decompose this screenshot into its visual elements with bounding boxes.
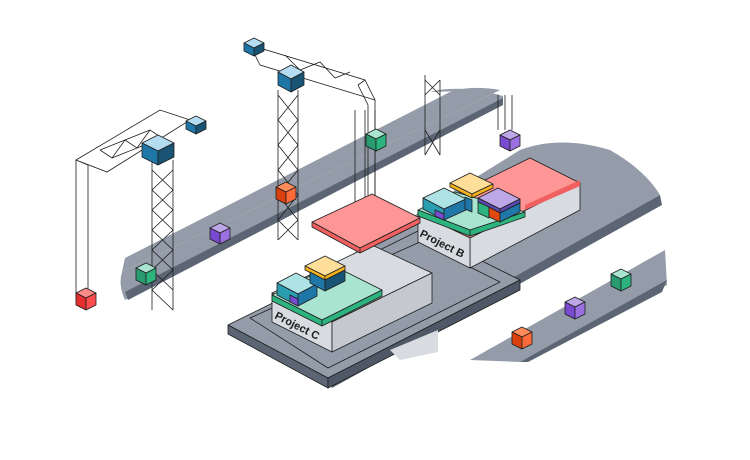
cube-red: [75, 287, 97, 311]
project-b-tray: [417, 172, 526, 237]
cube-green-1: [135, 262, 157, 286]
crane-tower-small: [424, 75, 513, 156]
project-c-tray: [271, 255, 383, 327]
cube-green-3: [610, 268, 632, 292]
cube-purple-1: [209, 222, 231, 245]
cube-purple-3: [564, 296, 586, 320]
cube-green-2: [365, 128, 387, 152]
cube-purple-2: [499, 129, 521, 152]
cubes: [75, 128, 632, 350]
crane-left: [75, 109, 207, 311]
cube-orange-1: [275, 181, 297, 205]
crane-right: [243, 37, 376, 241]
hanging-red-pad: [311, 110, 421, 254]
cube-orange-2: [511, 326, 533, 350]
